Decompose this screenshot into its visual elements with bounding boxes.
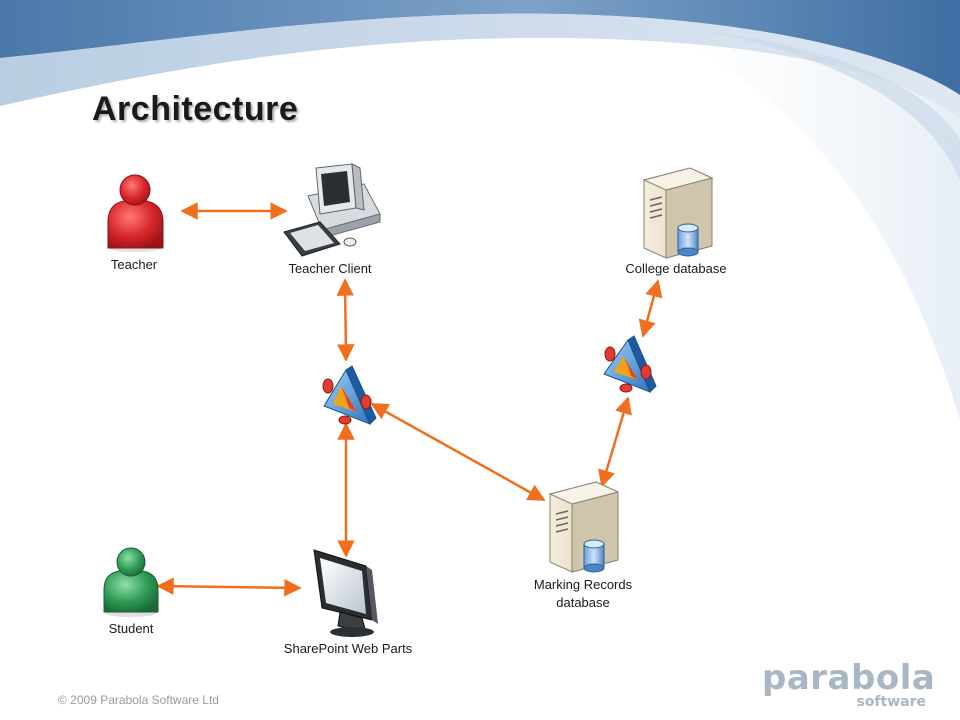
student-label: Student: [109, 621, 154, 636]
page-title: Architecture: [92, 90, 299, 128]
connector-service-marking-right: [598, 396, 632, 488]
connector-college-service: [638, 279, 663, 338]
teacher-client-node: Teacher Client: [283, 163, 381, 276]
lcd-monitor-icon: [313, 549, 378, 637]
connector-client-service: [336, 278, 355, 362]
marking-records-node: Marking Records database: [534, 481, 633, 610]
parabola-logo: parabola software: [762, 658, 936, 712]
teacher-client-label: Teacher Client: [288, 261, 371, 276]
desktop-computer-icon: [283, 163, 381, 257]
sharepoint-label: SharePoint Web Parts: [284, 641, 413, 656]
college-database-node: College database: [625, 167, 727, 276]
teacher-node: Teacher: [107, 174, 164, 272]
connector-service-marking: [370, 402, 546, 502]
user-icon: [107, 174, 164, 252]
copyright-footer: © 2009 Parabola Software Ltd: [58, 693, 219, 707]
service-right-node: [603, 335, 657, 393]
college-database-label: College database: [625, 261, 726, 276]
database-server-icon: [642, 167, 714, 259]
connectors: [156, 202, 663, 597]
service-left-node: [322, 365, 377, 425]
user-icon: [103, 547, 159, 617]
marking-records-label-line2: database: [556, 595, 610, 610]
service-component-icon: [603, 335, 657, 393]
teacher-label: Teacher: [111, 257, 158, 272]
logo-wordmark: parabola: [762, 658, 936, 698]
connector-student-sharepoint: [156, 577, 302, 597]
service-component-icon: [322, 365, 377, 425]
logo-subtitle: software: [856, 694, 926, 710]
sharepoint-node: SharePoint Web Parts: [284, 549, 413, 656]
marking-records-label-line1: Marking Records: [534, 577, 633, 592]
database-server-icon: [548, 481, 620, 573]
student-node: Student: [103, 547, 159, 636]
